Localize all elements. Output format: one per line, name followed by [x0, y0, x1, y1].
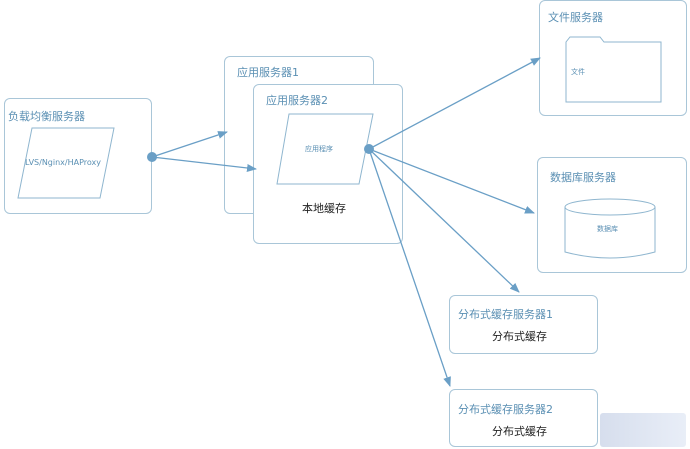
db-server-title: 数据库服务器	[550, 171, 616, 184]
arrow-app-to-cache2	[368, 148, 451, 387]
db-label: 数据库	[597, 225, 618, 233]
arrow-lb-to-app2	[151, 156, 257, 172]
load-balancer-title: 负载均衡服务器	[8, 110, 85, 123]
file-label: 文件	[571, 68, 585, 76]
lb-connector-dot	[147, 152, 157, 162]
arrow-app-to-file	[368, 57, 541, 150]
dist-cache-1-title: 分布式缓存服务器1	[458, 308, 553, 321]
dist-cache-2-label: 分布式缓存	[492, 425, 547, 438]
dist-cache-2-box	[449, 389, 598, 447]
folder-icon	[565, 36, 662, 103]
app-program-shape	[276, 113, 374, 185]
dist-cache-1-label: 分布式缓存	[492, 330, 547, 343]
lvs-label: LVS/Nginx/HAProxy	[25, 158, 102, 167]
arrow-lb-to-app1	[151, 131, 228, 158]
arrow-app-to-cache1	[368, 148, 520, 293]
lvs-shape	[17, 127, 115, 199]
dist-cache-2-title: 分布式缓存服务器2	[458, 403, 553, 416]
local-cache-label: 本地缓存	[302, 202, 346, 215]
app-program-label: 应用程序	[305, 145, 333, 153]
database-icon	[564, 198, 656, 259]
file-server-title: 文件服务器	[548, 11, 603, 24]
app-server-1-title: 应用服务器1	[237, 66, 299, 79]
app-connector-dot	[364, 144, 374, 154]
arrow-app-to-db	[368, 148, 535, 214]
app-server-2-title: 应用服务器2	[266, 94, 328, 107]
watermark-logo	[600, 413, 686, 447]
dist-cache-1-box	[449, 295, 598, 354]
